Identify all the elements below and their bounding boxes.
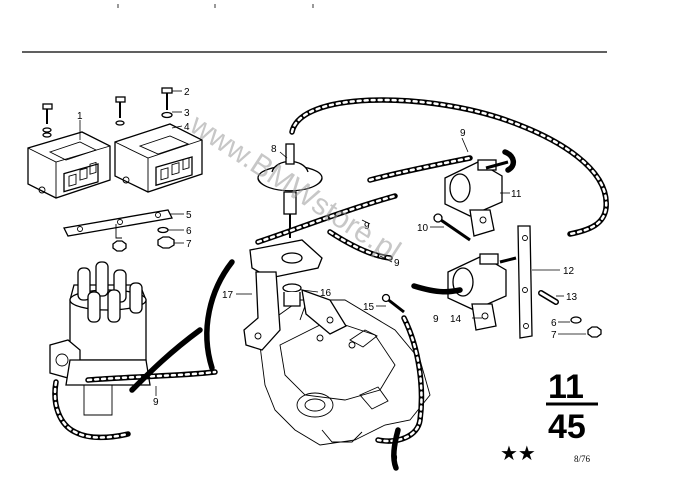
screw-2 <box>161 87 173 110</box>
callout-7-right: 7 <box>551 330 557 341</box>
washer-3 <box>161 111 173 119</box>
callout-12: 12 <box>563 266 575 277</box>
screw-left-unit <box>42 103 53 138</box>
callout-13: 13 <box>566 292 578 303</box>
vacuum-unit-8 <box>257 143 323 238</box>
bracket-16 <box>249 239 323 307</box>
vacuum-hoses-9 <box>52 97 609 471</box>
page-code-block: 11 45 ★★ 8/76 <box>500 368 598 465</box>
callout-9-distributor: 9 <box>153 397 159 408</box>
callout-9-mid: 9 <box>364 221 370 232</box>
leader-lines <box>79 90 586 452</box>
group-number: 11 <box>548 368 584 406</box>
bracket-12 <box>517 225 533 339</box>
callout-11: 11 <box>511 189 522 200</box>
callout-17: 17 <box>222 290 234 301</box>
nut-under-bracket <box>112 240 127 252</box>
callout-9-top: 9 <box>460 128 466 139</box>
callout-8: 8 <box>271 144 277 155</box>
valve-11 <box>444 159 509 237</box>
page-number: 45 <box>548 408 586 446</box>
bolt-15 <box>381 293 405 314</box>
callout-10: 10 <box>417 223 429 234</box>
callout-9-right-mid: 9 <box>394 258 400 269</box>
callout-2: 2 <box>184 87 190 98</box>
nut-7a <box>157 236 175 249</box>
bolt-10 <box>433 213 471 242</box>
callout-9-valve: 9 <box>433 314 439 325</box>
washer-6b <box>570 316 582 324</box>
screw-mid-unit <box>115 96 126 126</box>
callout-14: 14 <box>450 314 462 325</box>
control-unit-4 <box>114 123 203 193</box>
bracket-5 <box>63 209 173 239</box>
callout-16: 16 <box>320 288 332 299</box>
callout-6-right: 6 <box>551 318 557 329</box>
callout-1: 1 <box>77 111 83 122</box>
washer-6a <box>157 226 169 234</box>
date-code: 8/76 <box>574 454 591 464</box>
callout-4: 4 <box>184 122 190 133</box>
callout-5: 5 <box>186 210 192 221</box>
callout-labels: 1 2 3 4 5 6 7 8 9 9 9 9 9 9 10 11 12 13 … <box>77 87 578 464</box>
nut-7b <box>587 326 602 338</box>
callout-15: 15 <box>363 302 375 313</box>
pin-13 <box>538 290 559 305</box>
distributor-cap <box>49 261 151 416</box>
bracket-17 <box>243 271 347 351</box>
callout-9-bottom: 9 <box>392 453 398 464</box>
callout-3: 3 <box>184 108 190 119</box>
star-rating: ★★ <box>500 441 536 465</box>
callout-6-left: 6 <box>186 226 192 237</box>
control-unit-1 <box>27 131 111 199</box>
callout-7-left: 7 <box>186 239 192 250</box>
